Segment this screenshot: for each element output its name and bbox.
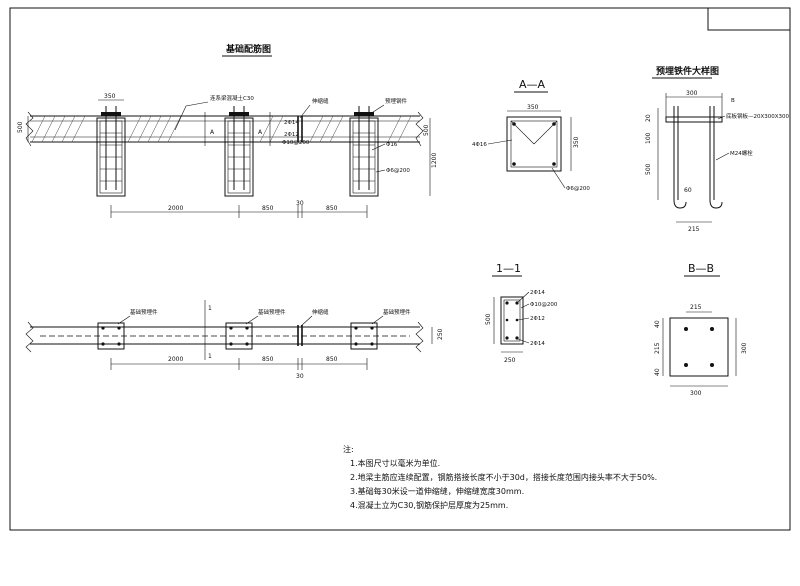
beam-concrete-label: 连系梁混凝土C30 xyxy=(210,94,254,102)
section-bb-dim-215: 215 xyxy=(690,304,702,311)
plan-expansion-leader xyxy=(300,315,313,327)
embedded-part-label: 预埋钢件 xyxy=(385,97,408,105)
section-11-phi10: Φ10@200 xyxy=(530,302,558,308)
plan-embedded-leader-2 xyxy=(245,315,259,325)
plan-dim-850-b: 850 xyxy=(326,356,338,363)
title-block xyxy=(707,7,791,31)
plan-beam xyxy=(25,321,424,353)
section-11-leader-1 xyxy=(517,291,530,303)
plan-embedded-label-1: 基础预埋件 xyxy=(130,308,158,316)
embedded-plate-leader xyxy=(717,115,726,120)
section-11-leader-2 xyxy=(520,303,530,309)
section-aa-4phi16-leader xyxy=(487,139,513,145)
expansion-joint-leader xyxy=(299,104,311,119)
embedded-dim-215: 215 xyxy=(688,226,700,233)
pier-3 xyxy=(349,106,379,197)
pier-1 xyxy=(96,106,126,197)
dim-250: 250 xyxy=(437,328,444,340)
embedded-dim-300: 300 xyxy=(686,90,698,97)
embedded-bolt-label: M24螺栓 xyxy=(730,149,753,157)
plan-dim-2000: 2000 xyxy=(168,356,183,363)
stirrup-phi10-label: Φ10@200 xyxy=(282,140,310,146)
bar-2phi14-label: 2Φ14 xyxy=(284,120,299,126)
section-11-2phi12: 2Φ12 xyxy=(530,316,545,322)
section-11-dim-500: 500 xyxy=(485,313,492,325)
foundation-title: 基础配筋图 xyxy=(225,43,271,55)
plan-expansion-label: 伸缩缝 xyxy=(312,308,329,316)
section-bb-drawing xyxy=(662,311,737,387)
embedded-detail-title: 预埋铁件大样图 xyxy=(656,65,719,77)
embedded-detail-drawing xyxy=(657,93,723,223)
dim-2000: 2000 xyxy=(168,205,183,212)
embedded-dim-60: 60 xyxy=(684,187,692,194)
plan-embedded-leader-1 xyxy=(117,315,131,325)
section-11-dim-250: 250 xyxy=(504,357,516,364)
plan-embedded-leader-3 xyxy=(371,315,384,325)
note-1: 1.本图尺寸以毫米为单位. xyxy=(350,458,440,468)
embedded-plate-label: 底板钢板—20X300X300 xyxy=(726,112,790,120)
embedded-b-mark: B xyxy=(731,98,735,104)
section-bb-title: B—B xyxy=(688,262,714,275)
section-aa-stirrup-leader xyxy=(551,167,566,189)
dim-500-right: 500 xyxy=(423,124,430,136)
note-4: 4.混凝土立为C30,钢筋保护层厚度为25mm. xyxy=(350,500,508,510)
notes-head: 注: xyxy=(343,444,354,454)
pier-2 xyxy=(224,106,254,197)
plan-plate-1 xyxy=(97,322,125,350)
plan-dim-850-a: 850 xyxy=(262,356,274,363)
embedded-dim-500: 500 xyxy=(645,163,652,175)
plan-embedded-label-3: 基础预埋件 xyxy=(383,308,411,316)
dim-500: 500 xyxy=(17,121,24,133)
section-aa-title: A—A xyxy=(519,78,546,91)
section-11-title: 1—1 xyxy=(496,262,521,275)
section-a-mark-right: A xyxy=(258,129,263,136)
dim-350: 350 xyxy=(104,93,116,100)
foundation-dims-bottom xyxy=(110,205,368,218)
embedded-bolt-leader xyxy=(715,152,730,161)
section-11-leader-3 xyxy=(517,317,530,321)
section-bb-dim-215-v: 215 xyxy=(654,342,661,354)
beam-concrete-leader xyxy=(174,101,209,131)
embedded-part-leader xyxy=(369,104,385,115)
bar-phi16-label: Φ16 xyxy=(386,142,398,148)
stirrup-phi6-leader xyxy=(375,169,386,173)
plan-embedded-label-2: 基础预埋件 xyxy=(258,308,286,316)
bar-2phi12-label: 2Φ12 xyxy=(284,132,299,138)
embedded-dim-20: 20 xyxy=(645,114,652,122)
section-11-drawing xyxy=(493,296,524,353)
section-11-2phi14-bot: 2Φ14 xyxy=(530,341,545,347)
plan-dim-30: 30 xyxy=(296,373,304,380)
dim-850-a: 850 xyxy=(262,205,274,212)
section-aa-drawing xyxy=(506,110,572,172)
embedded-dim-100: 100 xyxy=(645,132,652,144)
bar-phi16-leader xyxy=(371,143,386,151)
note-2: 2.地梁主筋应连续配置，钢筋搭接长度不小于30d，搭接长度范围内接头率不大于50… xyxy=(350,472,657,482)
note-3: 3.基础每30米设一道伸缩缝，伸缩缝宽度30mm. xyxy=(350,486,524,496)
dim-1200: 1200 xyxy=(431,153,438,168)
plan-plate-3 xyxy=(350,322,378,350)
section-aa-stirrup-label: Φ6@200 xyxy=(566,186,590,192)
section-a-mark-left: A xyxy=(210,129,215,136)
expansion-joint-label: 伸缩缝 xyxy=(312,97,329,105)
sheet-frame xyxy=(9,7,791,531)
stirrup-phi6-label: Φ6@200 xyxy=(386,168,410,174)
section-aa-dim-350: 350 xyxy=(527,104,539,111)
section-11-leader-4 xyxy=(517,338,530,344)
dim-850-b: 850 xyxy=(326,205,338,212)
section-aa-dim-350-v: 350 xyxy=(573,136,580,148)
plan-plate-2 xyxy=(225,322,253,350)
section-bb-dim-300-v: 300 xyxy=(741,342,748,354)
section-bb-dim-40-b: 40 xyxy=(654,368,661,376)
section-aa-4phi16-label: 4Φ16 xyxy=(472,142,487,148)
dim-30: 30 xyxy=(296,200,304,207)
section-1-mark-top: 1 xyxy=(208,305,212,312)
section-1-mark-bottom: 1 xyxy=(208,353,212,360)
section-bb-dim-40-a: 40 xyxy=(654,320,661,328)
section-11-2phi14-top: 2Φ14 xyxy=(530,290,545,296)
plan-dims-bottom xyxy=(110,358,368,370)
section-bb-dim-300: 300 xyxy=(690,390,702,397)
